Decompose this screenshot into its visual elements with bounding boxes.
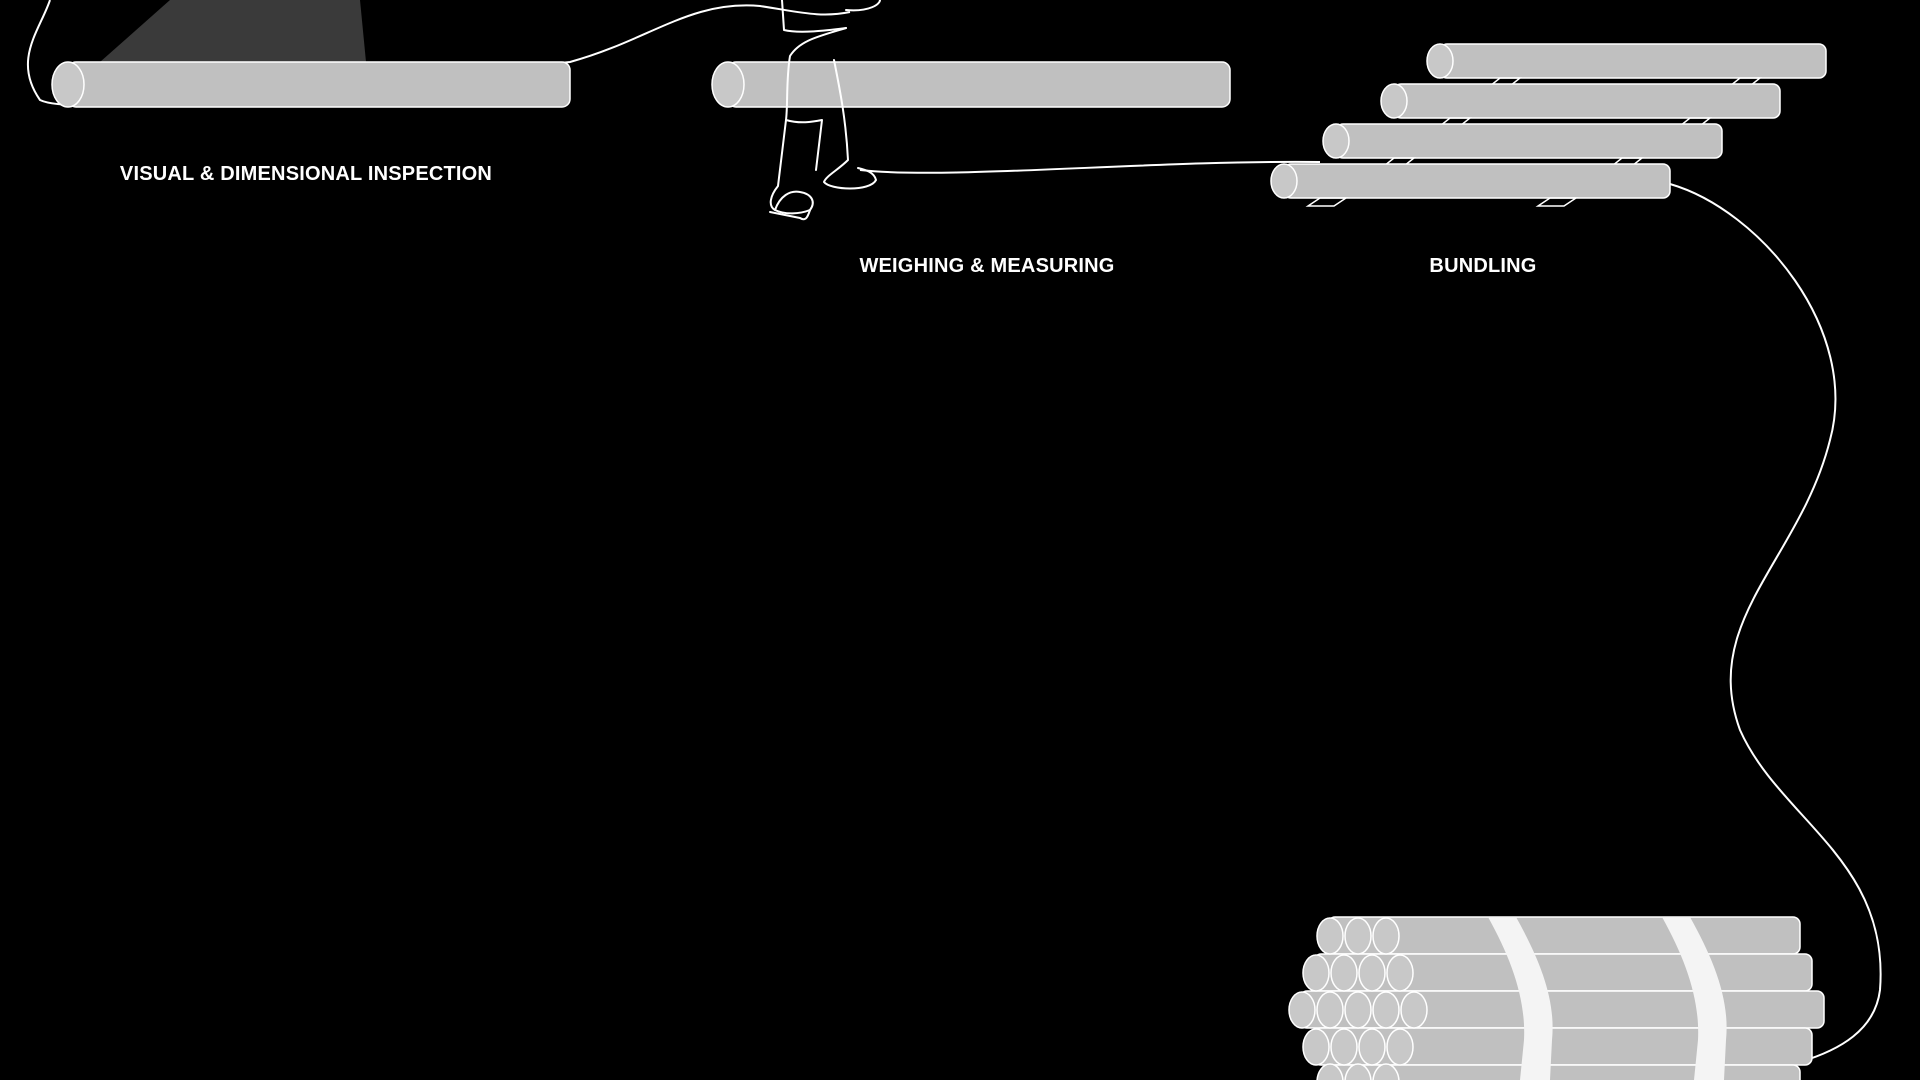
- inspector-light-beam: [100, 0, 366, 62]
- stage-label-weighing: WEIGHING & MEASURING: [859, 255, 1115, 277]
- inspection-pipe: [51, 61, 571, 108]
- bundle-strap: [1488, 917, 1553, 1080]
- stage-label-bundling: BUNDLING: [1429, 255, 1537, 277]
- stage-label-inspection: VISUAL & DIMENSIONAL INSPECTION: [119, 163, 493, 185]
- worker-figure: [769, 0, 881, 221]
- bundle-strap: [1662, 917, 1727, 1080]
- stacked-pipes: [1270, 43, 1827, 207]
- process-flow-line: [1669, 183, 1882, 1063]
- measuring-pipe: [711, 61, 1231, 108]
- process-flow-line: [859, 160, 1321, 174]
- pipe-bundle: [1288, 916, 1825, 1080]
